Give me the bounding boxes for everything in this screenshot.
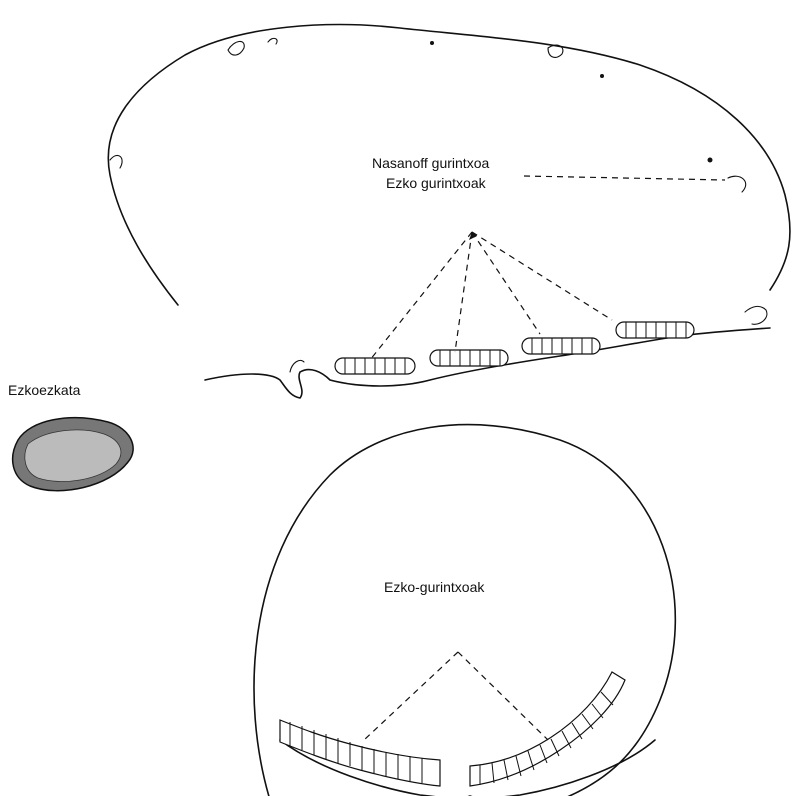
wax-gland-rolls	[334, 321, 695, 375]
label-nasanoff: Nasanoff gurintxoa	[372, 155, 489, 171]
label-wax-scale: Ezkoezkata	[8, 382, 81, 398]
wax-gland-2	[429, 349, 509, 367]
sternite-outline	[253, 423, 677, 796]
leader-lines-bottom	[363, 651, 549, 741]
label-wax-glands-top: Ezko gurintxoak	[386, 175, 487, 191]
wax-gland-1	[334, 357, 416, 375]
wax-gland-3	[521, 337, 601, 355]
wax-gland-band-left	[279, 719, 441, 787]
wax-gland-4	[615, 321, 695, 339]
wax-scale	[11, 416, 134, 492]
label-wax-glands-bottom: Ezko-gurintxoak	[384, 579, 485, 595]
abdomen-segment	[107, 23, 791, 306]
wax-gland-band-right	[469, 671, 626, 787]
membrane-line	[204, 305, 771, 399]
leader-lines-top	[369, 175, 726, 361]
